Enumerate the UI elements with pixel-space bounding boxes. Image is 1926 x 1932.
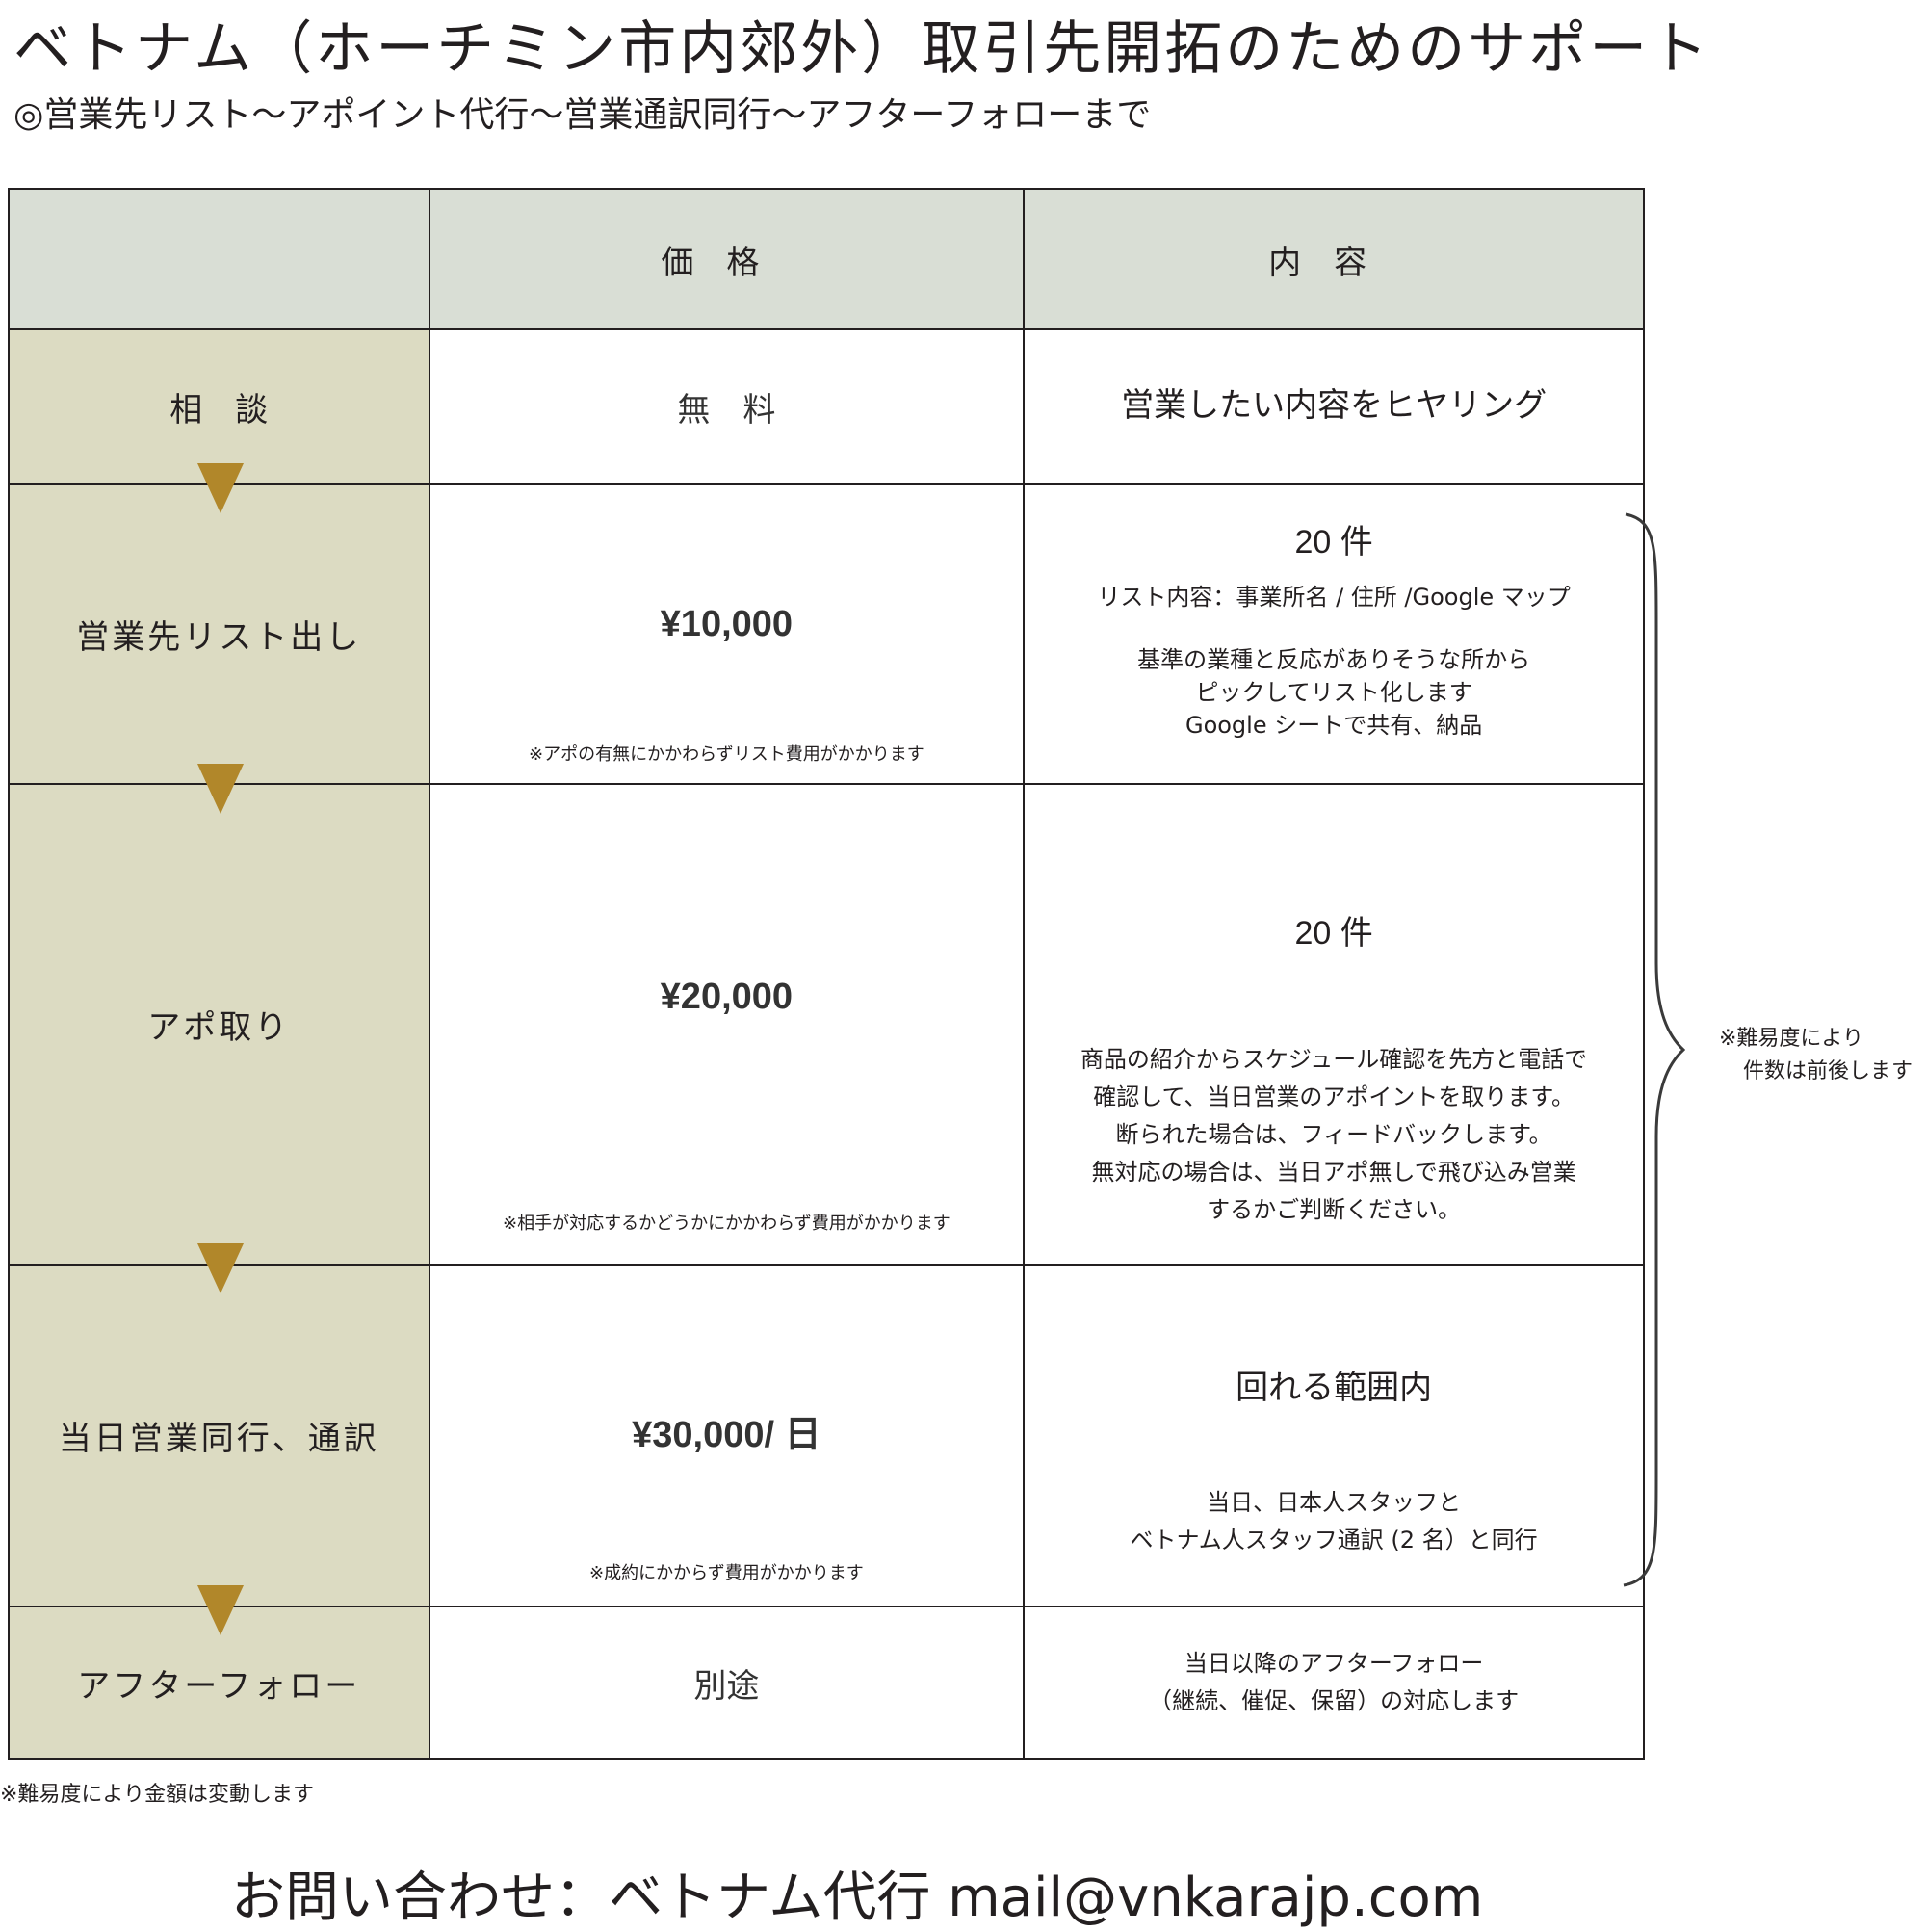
step-label: 相談	[169, 391, 301, 430]
brace-note-line: 件数は前後します	[1743, 1059, 1913, 1083]
table-row: 相談 無料 営業したい内容をヒヤリング	[8, 328, 1645, 485]
footnote: ※難易度により金額は変動します	[0, 1783, 314, 1807]
step-label: アフターフォロー	[77, 1666, 361, 1706]
table-row: アポ取り ¥20,000 ※相手が対応するかどうかにかかわらず費用がかかります …	[8, 783, 1645, 1266]
content-line: 断られた場合は、フィードバックします。	[1115, 1121, 1552, 1148]
content-line: 無対応の場合は、当日アポ無しで飛び込み営業	[1091, 1159, 1576, 1186]
price-cell: 別途	[428, 1606, 1026, 1760]
price-value: 別途	[693, 1666, 760, 1706]
content-line: Google シートで共有、納品	[1184, 712, 1483, 739]
content-line	[1025, 616, 1643, 643]
step-arrow-icon	[197, 1585, 244, 1635]
step-appointment: アポ取り	[8, 783, 430, 1266]
price-cell: 無料	[428, 328, 1026, 485]
price-value: ¥20,000	[660, 976, 794, 1017]
page-subtitle: ◎営業先リスト〜アポイント代行〜営業通訳同行〜アフターフォローまで	[13, 95, 1152, 135]
price-note: ※成約にかからず費用がかかります	[588, 1563, 864, 1583]
content-line: リスト内容：事業所名 / 住所 /Google マップ	[1097, 584, 1571, 611]
price-value: ¥10,000	[660, 604, 794, 644]
content-cell: 当日以降のアフターフォロー （継続、催促、保留）の対応します	[1023, 1606, 1645, 1760]
step-label: 当日営業同行、通訳	[58, 1420, 379, 1458]
content-line: ピックしてリスト化します	[1195, 679, 1472, 706]
price-cell: ¥30,000/ 日 ※成約にかからず費用がかかります	[428, 1264, 1026, 1607]
content-line: 当日以降のアフターフォロー	[1184, 1650, 1484, 1677]
price-cell: ¥20,000 ※相手が対応するかどうかにかかわらず費用がかかります	[428, 783, 1026, 1266]
content-count: 20 件	[1294, 524, 1373, 561]
content-line: 確認して、当日営業のアポイントを取ります。	[1093, 1083, 1575, 1110]
content-cell: 20 件 商品の紹介からスケジュール確認を先方と電話で 確認して、当日営業のアポ…	[1023, 783, 1645, 1266]
brace-note: ※難易度により 件数は前後します	[1719, 1023, 1913, 1088]
table-row: 当日営業同行、通訳 ¥30,000/ 日 ※成約にかからず費用がかかります 回れ…	[8, 1264, 1645, 1607]
service-table: 価格 内容 相談 無料 営業したい内容をヒヤリング 営業先リスト出し ¥10,0…	[8, 188, 1645, 1760]
content-line: 商品の紹介からスケジュール確認を先方と電話で	[1080, 1046, 1588, 1073]
step-list: 営業先リスト出し	[8, 483, 430, 785]
price-note: ※アポの有無にかかわらずリスト費用がかかります	[528, 744, 924, 765]
price-note: ※相手が対応するかどうかにかかわらず費用がかかります	[502, 1214, 950, 1234]
price-value: ¥30,000/ 日	[632, 1415, 821, 1455]
step-label: 営業先リスト出し	[76, 618, 362, 657]
price-value: 無料	[677, 391, 809, 430]
step-label: アポ取り	[147, 1008, 291, 1047]
content-count: 回れる範囲内	[1236, 1369, 1433, 1407]
content-cell: 回れる範囲内 当日、日本人スタッフと ベトナム人スタッフ通訳 (2 名）と同行	[1023, 1264, 1645, 1607]
step-arrow-icon	[197, 463, 244, 513]
content-line: （継続、催促、保留）の対応します	[1149, 1687, 1520, 1714]
header-content: 内容	[1023, 188, 1645, 330]
step-consultation: 相談	[8, 328, 430, 485]
step-arrow-icon	[197, 764, 244, 814]
contact-line: お問い合わせ：ベトナム代行 mail@vnkarajp.com	[231, 1867, 1484, 1929]
table-row: アフターフォロー 別途 当日以降のアフターフォロー （継続、催促、保留）の対応し…	[8, 1606, 1645, 1760]
price-cell: ¥10,000 ※アポの有無にかかわらずリスト費用がかかります	[428, 483, 1026, 785]
content-cell: 営業したい内容をヒヤリング	[1023, 328, 1645, 485]
table-header-row: 価格 内容	[8, 188, 1645, 330]
header-blank	[8, 188, 430, 330]
brace-note-line: ※難易度により	[1719, 1027, 1863, 1051]
page-title: ベトナム（ホーチミン市内郊外）取引先開拓のためのサポート	[13, 15, 1711, 83]
table-row: 営業先リスト出し ¥10,000 ※アポの有無にかかわらずリスト費用がかかります…	[8, 483, 1645, 785]
content-line: 基準の業種と反応がありそうな所から	[1137, 646, 1531, 673]
content-count: 20 件	[1294, 915, 1373, 952]
content-line: 当日、日本人スタッフと	[1207, 1489, 1462, 1516]
content-cell: 20 件 リスト内容：事業所名 / 住所 /Google マップ 基準の業種と反…	[1023, 483, 1645, 785]
content-line: 営業したい内容をヒヤリング	[1121, 385, 1548, 425]
content-line: ベトナム人スタッフ通訳 (2 名）と同行	[1130, 1527, 1538, 1553]
step-arrow-icon	[197, 1243, 244, 1293]
header-price: 価格	[428, 188, 1026, 330]
content-line: するかご判断ください。	[1207, 1196, 1462, 1223]
curly-brace-icon	[1623, 512, 1685, 1587]
step-same-day: 当日営業同行、通訳	[8, 1264, 430, 1607]
